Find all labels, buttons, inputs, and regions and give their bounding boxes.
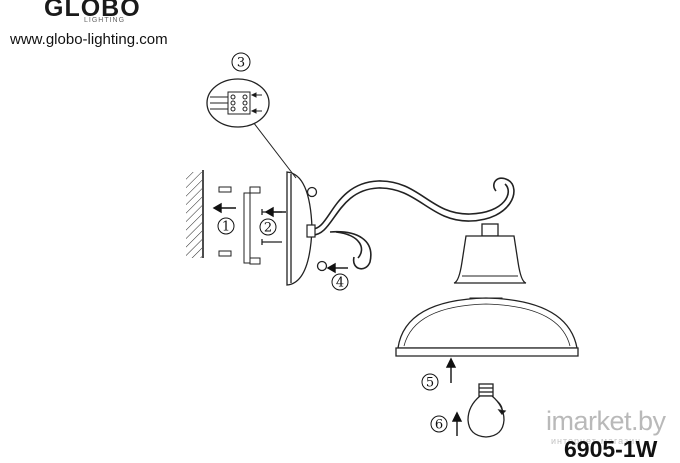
watermark: imarket.by [546, 406, 666, 436]
step-2-marker: 2 [259, 218, 277, 236]
wall-plate [286, 171, 328, 286]
step-5-marker: 5 [421, 373, 439, 391]
wall-plugs [218, 186, 232, 257]
wall [186, 170, 204, 258]
model-number: 6905-1W [564, 436, 658, 462]
step-4-label: 4 [336, 276, 344, 291]
light-bulb [467, 383, 507, 438]
step-2-label: 2 [264, 221, 272, 236]
step-6-marker: 6 [430, 415, 448, 433]
terminal-block-detail [206, 78, 270, 128]
step-6-label: 6 [435, 418, 443, 433]
lamp-arm [306, 177, 515, 270]
step-3-label: 3 [237, 56, 245, 71]
step-5-label: 5 [426, 376, 434, 391]
step-1-label: 1 [222, 220, 230, 235]
lamp-socket [453, 223, 527, 284]
direction-arrows [212, 202, 463, 436]
step-4-marker: 4 [331, 273, 349, 291]
mounting-bracket [243, 186, 261, 265]
step-1-marker: 1 [217, 217, 235, 235]
brand-logo: GLOBO [44, 0, 141, 22]
watermark-subtitle: интернет-магазин [551, 436, 642, 446]
website-url: www.globo-lighting.com [10, 31, 168, 48]
brand-subtitle: LIGHTING [84, 17, 126, 24]
glass-shade [395, 297, 579, 357]
step-3-marker: 3 [231, 52, 251, 72]
